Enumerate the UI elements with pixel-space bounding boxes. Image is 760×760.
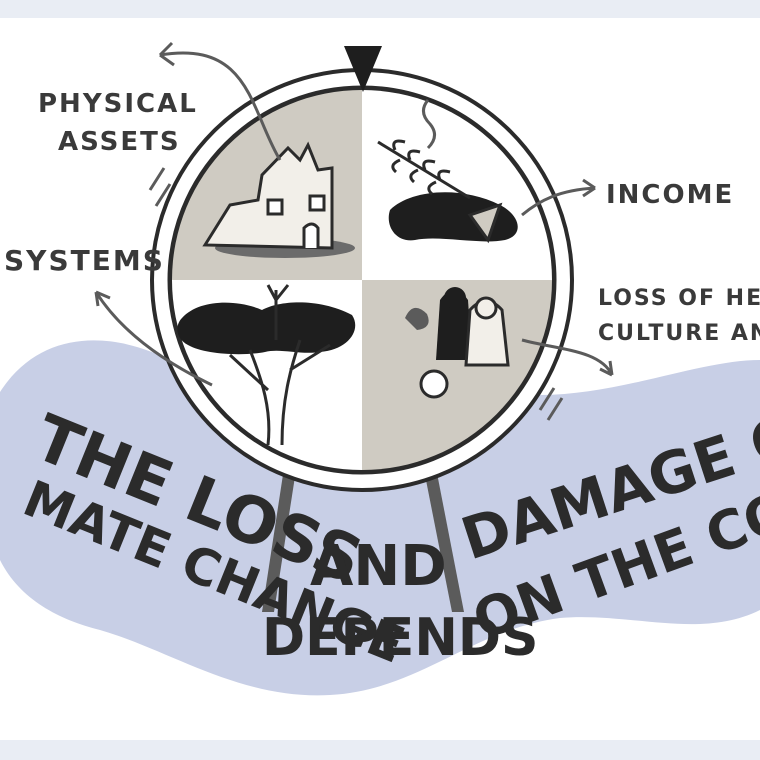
label-physical-assets-line2: ASSETS <box>58 127 181 157</box>
headline-depends: DEPENDS <box>262 608 538 668</box>
label-income: INCOME <box>606 180 734 210</box>
label-loss-line2: CULTURE AND C <box>598 321 760 346</box>
headline-and: AND <box>310 534 447 599</box>
headline-banner <box>0 340 760 696</box>
easel-legs <box>262 468 464 612</box>
ruined-house-icon <box>202 141 355 258</box>
label-systems: SYSTEMS <box>4 244 165 277</box>
wheel <box>150 68 574 492</box>
motion-marks <box>148 167 564 421</box>
label-loss-line1: LOSS OF HERIT <box>598 286 760 311</box>
arrow-physical-assets <box>158 41 282 161</box>
arrow-income <box>521 178 596 217</box>
arrow-systems <box>94 290 213 387</box>
leaf-branch-icon <box>377 99 518 244</box>
arrow-heritage <box>521 338 614 377</box>
tree-icon <box>177 284 356 446</box>
label-physical-assets-line1: PHYSICAL <box>38 89 198 119</box>
pointer-triangle-icon <box>344 46 382 92</box>
people-icon <box>405 287 510 399</box>
annotation-arrows <box>94 41 614 421</box>
